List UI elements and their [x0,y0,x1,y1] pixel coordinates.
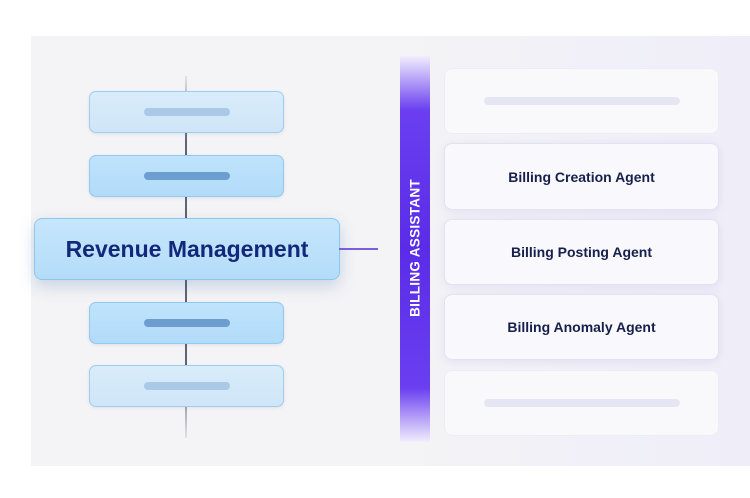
placeholder-bar [483,399,680,407]
placeholder-bar [143,319,230,327]
billing-assistant-label: BILLING ASSISTANT [407,179,423,317]
placeholder-node-top [89,91,284,133]
billing-posting-agent-card[interactable]: Billing Posting Agent [444,219,719,285]
placeholder-bar [143,108,230,116]
revenue-management-label: Revenue Management [65,235,309,262]
placeholder-node-bottom [89,365,284,407]
placeholder-bar [143,172,230,180]
billing-creation-agent-card[interactable]: Billing Creation Agent [444,143,719,210]
placeholder-node-upper [89,155,284,197]
revenue-management-node[interactable]: Revenue Management [34,218,340,280]
agent-label: Billing Creation Agent [508,168,655,185]
billing-anomaly-agent-card[interactable]: Billing Anomaly Agent [444,294,719,360]
placeholder-bar [143,382,230,390]
placeholder-node-lower [89,302,284,344]
agent-label: Billing Posting Agent [510,244,653,260]
connector-line [339,248,378,250]
agent-placeholder-bottom [444,370,719,436]
billing-assistant-bar[interactable] [400,56,430,442]
agent-placeholder-top [444,68,719,134]
agent-label: Billing Anomaly Agent [507,319,656,335]
placeholder-bar [483,97,680,105]
